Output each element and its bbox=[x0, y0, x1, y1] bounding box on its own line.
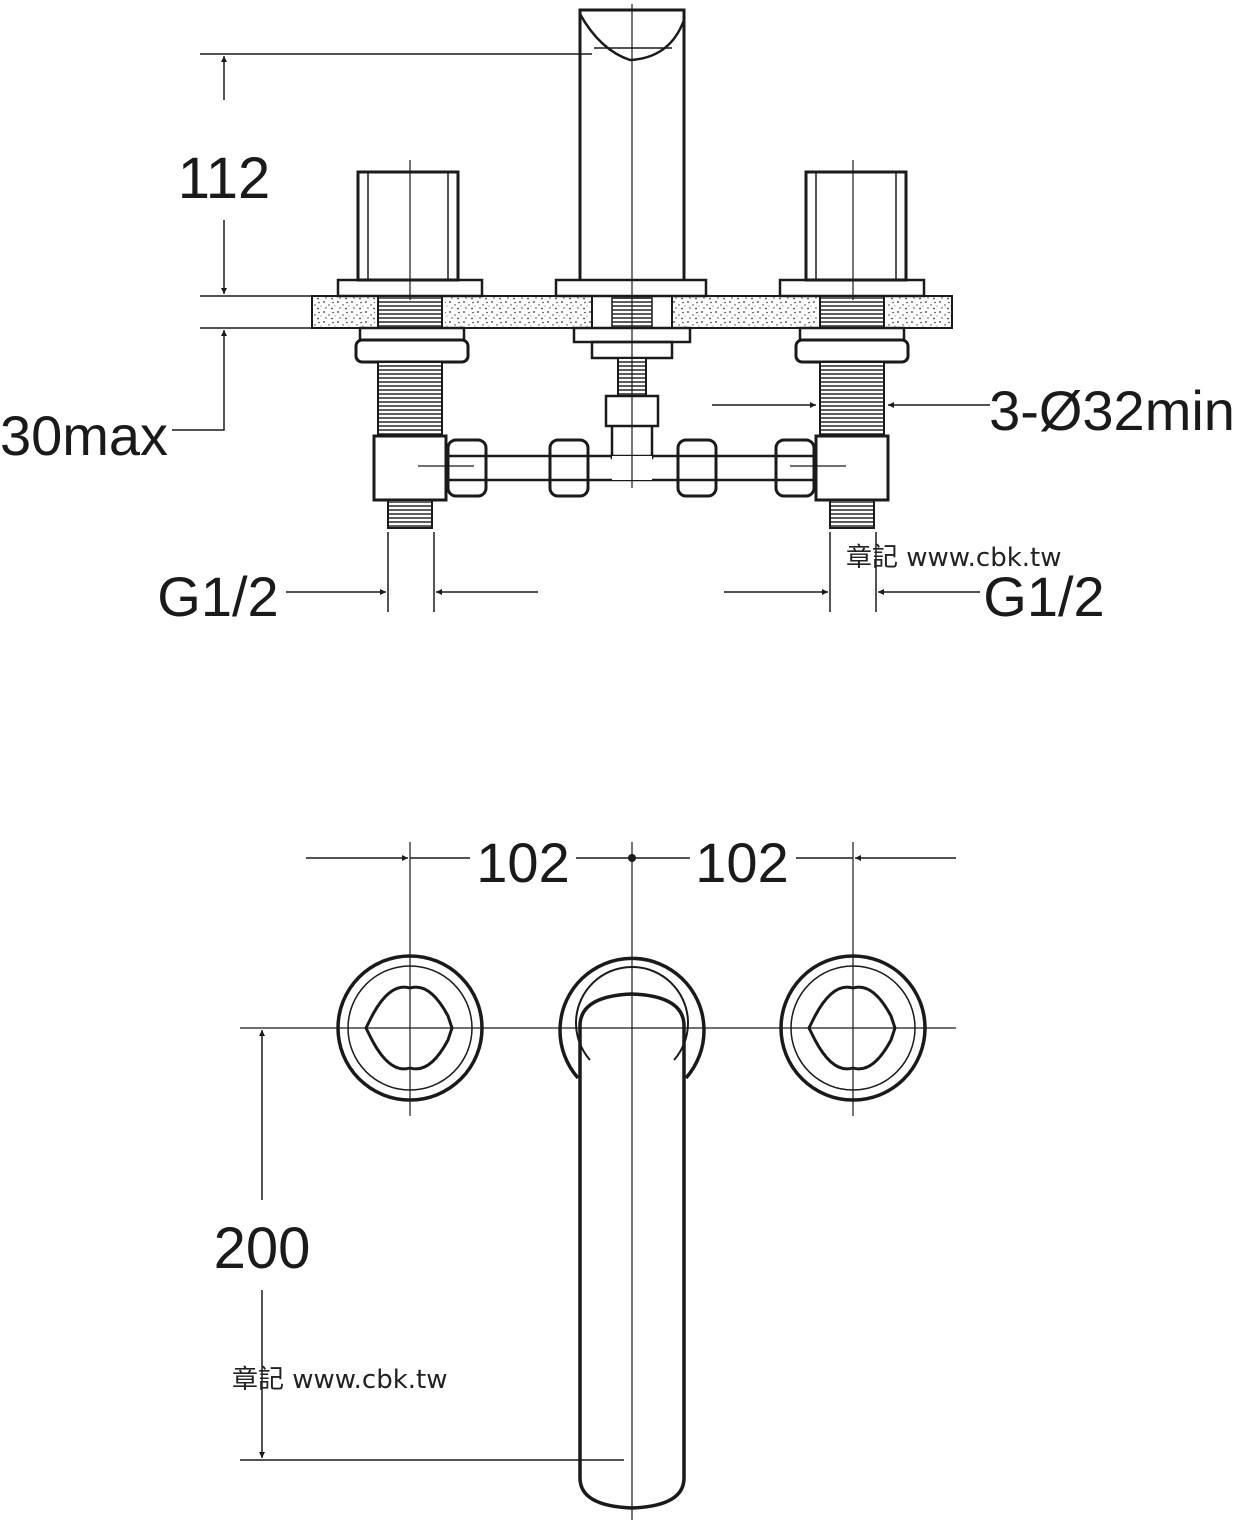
valve-left-top bbox=[336, 954, 484, 1102]
spout-side bbox=[554, 8, 708, 460]
top-view: 102 102 200 章記 www.cbk.tw bbox=[214, 831, 956, 1520]
watermark-top: 章記 www.cbk.tw bbox=[232, 1365, 448, 1395]
inlet-left-dimension bbox=[286, 532, 538, 612]
dimension-hole-diameter: 3-Ø32min bbox=[989, 379, 1235, 442]
side-center-lines bbox=[409, 4, 854, 488]
valve-left-side bbox=[336, 170, 484, 529]
connector-pipe bbox=[446, 438, 816, 498]
spacing-dimension bbox=[306, 854, 956, 862]
valve-right-top bbox=[779, 954, 927, 1102]
watermark-side: 章記 www.cbk.tw bbox=[846, 543, 1062, 573]
valve-right-side bbox=[778, 170, 926, 529]
dimension-inlet-right: G1/2 bbox=[983, 565, 1104, 628]
reach-dimension bbox=[240, 1030, 624, 1461]
dimension-inlet-left: G1/2 bbox=[157, 565, 278, 628]
height-dimension bbox=[172, 53, 592, 431]
dimension-spacing-right: 102 bbox=[695, 831, 788, 894]
dimension-spout-height: 112 bbox=[178, 146, 270, 211]
dimension-spacing-left: 102 bbox=[476, 831, 569, 894]
side-view: 112 30max 3-Ø32min G1/2 G1/2 章記 www.cbk.… bbox=[0, 4, 1235, 628]
dimension-spout-reach: 200 bbox=[214, 1216, 311, 1281]
inlet-right-dimension bbox=[724, 532, 980, 612]
spout-top bbox=[558, 956, 706, 1510]
top-center-lines bbox=[240, 842, 956, 1520]
dimension-deck-thickness: 30max bbox=[0, 404, 168, 467]
